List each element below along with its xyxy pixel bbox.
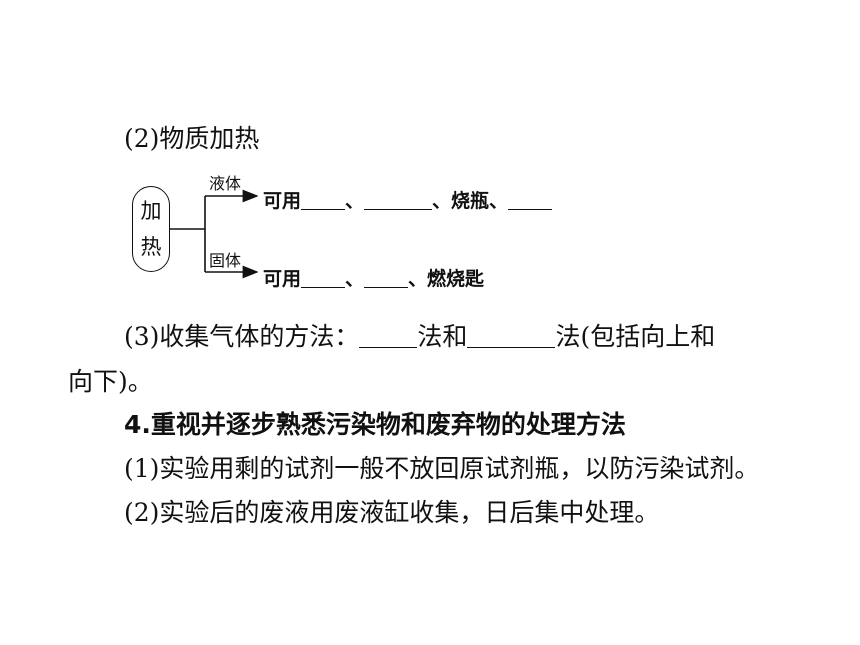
gas-method-blank-1 (359, 325, 418, 348)
liquid-blank-1 (301, 187, 346, 210)
liquid-prefix: 可用 (263, 190, 302, 212)
liquid-blank-2 (364, 187, 433, 210)
liquid-row: 可用 、 、烧瓶、 (263, 187, 553, 212)
section2-title: (2)物质加热 (124, 124, 260, 153)
section3-line1: (3)收集气体的方法： 法和 法(包括向上和 (124, 322, 715, 352)
section3-prefix: (3)收集气体的方法： (124, 322, 360, 351)
liquid-sep: 、 (345, 190, 365, 212)
gas-method-blank-2 (467, 325, 556, 348)
solid-sep: 、 (345, 268, 365, 290)
solid-blank-2 (364, 265, 409, 288)
branch-liquid-label: 液体 (209, 174, 242, 193)
section3-suffix: 法(包括向上和 (555, 322, 716, 351)
solid-blank-1 (301, 265, 346, 288)
solid-prefix: 可用 (263, 268, 302, 290)
solid-row: 可用 、 、燃烧匙 (263, 265, 484, 290)
section4-item-1: (1)实验用剩的试剂一般不放回原试剂瓶，以防污染试剂。 (124, 454, 760, 483)
section4-item-2: (2)实验后的废液用废液缸收集，日后集中处理。 (124, 498, 660, 527)
liquid-item: 、烧瓶、 (432, 190, 509, 212)
heat-root-box: 加 热 (132, 186, 170, 272)
liquid-blank-3 (508, 187, 553, 210)
section3-line2: 向下)。 (68, 367, 153, 396)
branch-solid-label: 固体 (209, 251, 242, 270)
solid-item: 、燃烧匙 (408, 268, 485, 290)
heat-root-char-1: 加 (140, 199, 162, 223)
heat-root-char-2: 热 (140, 235, 162, 259)
section3-mid: 法和 (417, 322, 468, 351)
section4-heading: 4.重视并逐步熟悉污染物和废弃物的处理方法 (124, 410, 626, 439)
